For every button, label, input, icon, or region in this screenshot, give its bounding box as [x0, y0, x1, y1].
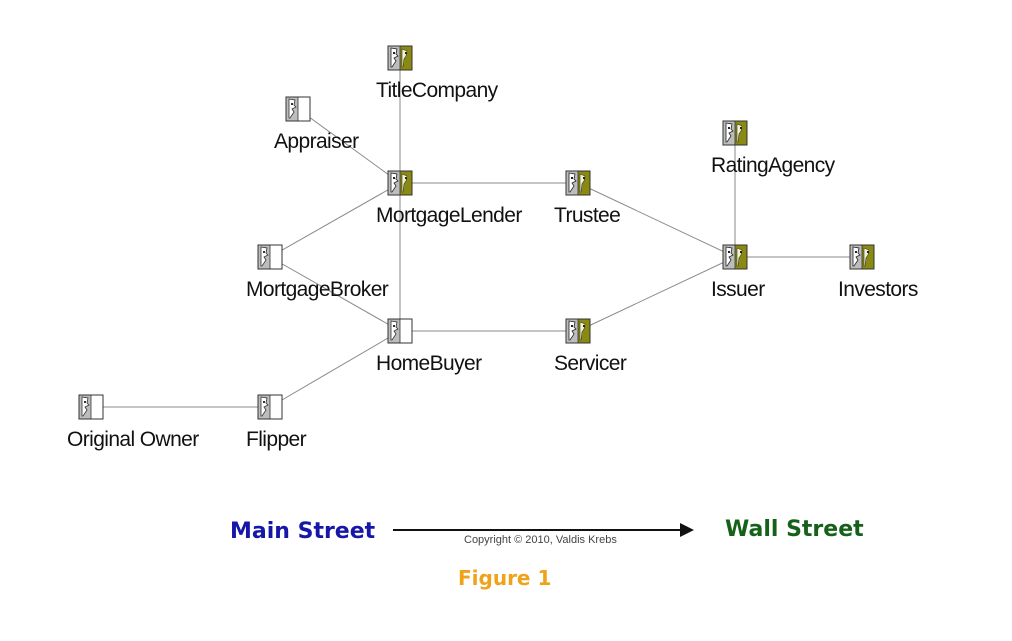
institution-icon — [565, 318, 591, 344]
edge-mortgage-lender-mortgage-broker — [269, 182, 401, 258]
node-investors[interactable]: Investors — [838, 244, 918, 301]
node-label-flipper: Flipper — [246, 428, 307, 451]
node-servicer[interactable]: Servicer — [554, 318, 627, 375]
edge-issuer-servicer — [577, 256, 736, 332]
node-label-title-company: TitleCompany — [376, 79, 499, 102]
footer: Main Street Copyright © 2010, Valdis Kre… — [230, 517, 864, 590]
institution-icon — [387, 170, 413, 196]
node-home-buyer[interactable]: HomeBuyer — [376, 318, 483, 375]
person-icon — [257, 394, 283, 420]
node-label-mortgage-broker: MortgageBroker — [246, 278, 389, 301]
node-label-issuer: Issuer — [711, 278, 765, 301]
edge-appraiser-mortgage-lender — [297, 108, 401, 184]
person-icon — [78, 394, 104, 420]
copyright-text: Copyright © 2010, Valdis Krebs — [464, 534, 617, 546]
node-mortgage-lender[interactable]: MortgageLender — [376, 170, 523, 227]
node-trustee[interactable]: Trustee — [554, 170, 621, 227]
institution-icon — [849, 244, 875, 270]
main-street-label: Main Street — [230, 519, 376, 544]
node-label-trustee: Trustee — [554, 204, 620, 227]
edges-layer — [91, 58, 862, 408]
node-rating-agency[interactable]: RatingAgency — [711, 120, 836, 177]
node-label-investors: Investors — [838, 278, 918, 301]
node-label-home-buyer: HomeBuyer — [376, 352, 482, 375]
edge-mortgage-broker-home-buyer — [269, 256, 401, 332]
edge-trustee-issuer — [577, 182, 736, 258]
institution-icon — [387, 45, 413, 71]
node-label-rating-agency: RatingAgency — [711, 154, 836, 177]
institution-icon — [722, 120, 748, 146]
node-label-mortgage-lender: MortgageLender — [376, 204, 522, 227]
institution-icon — [565, 170, 591, 196]
institution-icon — [722, 244, 748, 270]
figure-caption: Figure 1 — [458, 566, 551, 590]
node-label-servicer: Servicer — [554, 352, 627, 375]
node-original-owner[interactable]: Original Owner — [67, 394, 200, 451]
person-icon — [257, 244, 283, 270]
arrow-head-icon — [680, 523, 694, 537]
node-label-original-owner: Original Owner — [67, 428, 199, 451]
edge-home-buyer-flipper — [269, 330, 401, 408]
node-flipper[interactable]: Flipper — [246, 394, 307, 451]
node-issuer[interactable]: Issuer — [711, 244, 766, 301]
person-icon — [285, 96, 311, 122]
person-icon — [387, 318, 413, 344]
node-appraiser[interactable]: Appraiser — [274, 96, 360, 153]
node-mortgage-broker[interactable]: MortgageBroker — [246, 244, 389, 301]
node-title-company[interactable]: TitleCompany — [376, 45, 499, 102]
node-label-appraiser: Appraiser — [274, 130, 359, 153]
wall-street-label: Wall Street — [725, 517, 864, 542]
